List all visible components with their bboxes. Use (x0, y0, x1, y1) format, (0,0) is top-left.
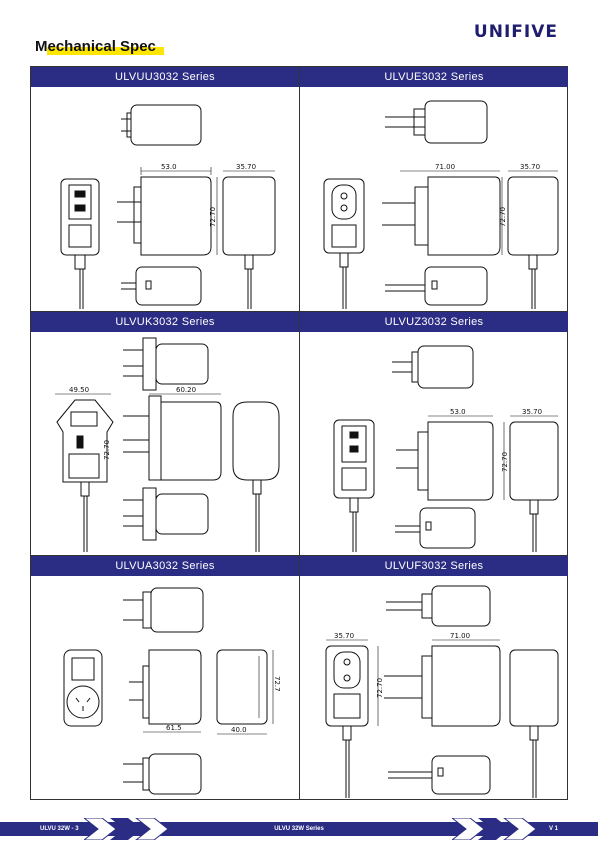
dim-height: 72.70 (209, 207, 217, 227)
dim-depth: 35.70 (334, 632, 354, 640)
dim-height: 72.70 (499, 207, 507, 227)
footer-series-label: ULVU 32W Series (274, 826, 324, 832)
spec-cell-ulvuk: ULVUK3032 Series 49.5 (31, 312, 299, 555)
ulvuz-drawing: 53.0 35.70 72.70 (333, 345, 559, 552)
cell-header: ULVUU3032 Series (31, 67, 299, 87)
section-title-text: Mechanical Spec (35, 38, 156, 55)
spec-cell-ulvue: ULVUE3032 Series 71.00 35.70 7 (300, 67, 568, 311)
dim-width: 53.0 (450, 408, 466, 416)
ulvua-drawing: 61.5 40.0 72.7 (63, 587, 281, 795)
footer-page-label: ULVU 32W - 3 (40, 826, 79, 832)
cell-header: ULVUE3032 Series (300, 67, 568, 87)
dim-width: 53.0 (161, 163, 177, 171)
spec-cell-ulvuz: ULVUZ3032 Series 53.0 35.70 72 (300, 312, 568, 555)
dim-height: 72.7 (273, 676, 281, 692)
dim-width: 71.00 (435, 163, 455, 171)
footer-chevrons-right-icon (452, 818, 537, 840)
section-title: Mechanical Spec (33, 38, 164, 55)
ulvuk-drawing: 49.50 60.20 72.70 (55, 337, 280, 552)
grid-divider-row1 (31, 311, 567, 312)
ulvue-drawing: 71.00 35.70 72.70 (323, 100, 559, 309)
cell-header: ULVUF3032 Series (300, 556, 568, 576)
footer-version: V 1 (548, 826, 558, 832)
dim-height: 72.70 (376, 678, 384, 698)
ulvuf-drawing: 35.70 71.00 72.70 (325, 585, 559, 798)
dim-depth: 35.70 (236, 163, 256, 171)
grid-divider-row2 (31, 555, 567, 556)
ulvuu-drawing: 53.0 35.70 72.70 (60, 104, 276, 309)
spec-cell-ulvuf: ULVUF3032 Series 35.70 71.00 7 (300, 556, 568, 800)
cell-header: ULVUZ3032 Series (300, 312, 568, 332)
spec-cell-ulvua: ULVUA3032 Series 61.5 40.0 72.7 (31, 556, 299, 800)
spec-cell-ulvuu: ULVUU3032 Series (31, 67, 299, 311)
dim-height: 72.70 (501, 452, 509, 472)
footer-chevrons-left-icon (84, 818, 169, 840)
title-highlight (47, 47, 164, 55)
spec-grid: ULVUU3032 Series (30, 66, 568, 800)
dim-width: 61.5 (166, 724, 182, 732)
brand-logo: UNIFIVE (473, 22, 558, 42)
dim-width: 49.50 (69, 386, 89, 394)
dim-depth: 60.20 (176, 386, 196, 394)
dim-height: 72.70 (103, 440, 111, 460)
grid-divider-vertical (299, 67, 300, 799)
dim-width: 71.00 (450, 632, 470, 640)
dim-depth: 35.70 (520, 163, 540, 171)
dim-depth: 40.0 (231, 726, 247, 734)
cell-header: ULVUA3032 Series (31, 556, 299, 576)
cell-header: ULVUK3032 Series (31, 312, 299, 332)
dim-depth: 35.70 (522, 408, 542, 416)
